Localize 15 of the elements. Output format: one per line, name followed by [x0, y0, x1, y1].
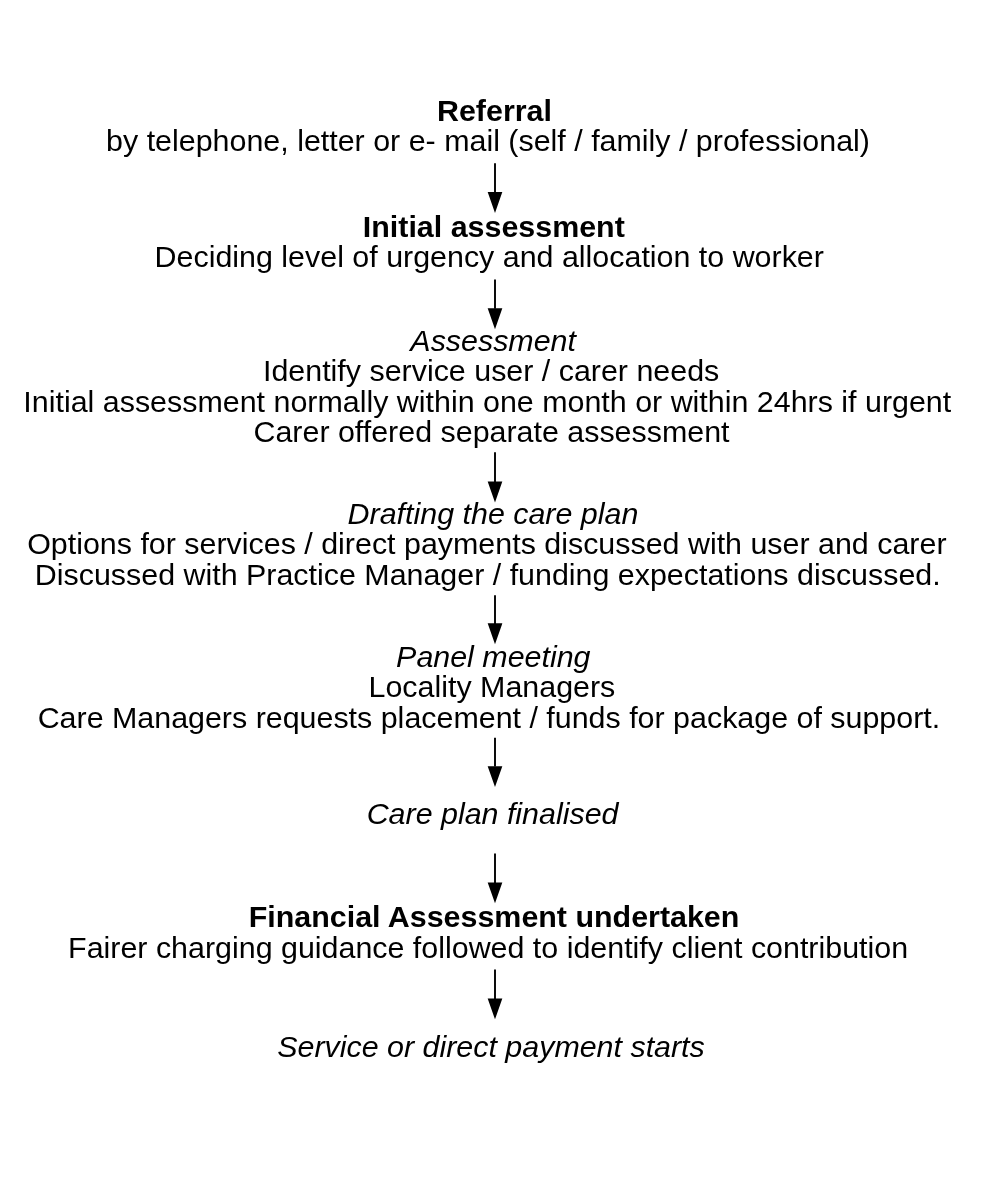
node-text: Panel meeting Locality Managers Care Managers requests placement / funds for package of support.	[37, 638, 941, 734]
node-text: Assessment Identify service user / carer needs Initial assessment normally within one month or within 24hrs if urgent Carer offered separate assessment	[23, 322, 952, 449]
node-text: Financial Assessment undertaken Fairer charging guidance followed to identify client contribution	[68, 899, 909, 964]
node-text: Care plan finalised	[366, 796, 619, 831]
arrow	[487, 594, 503, 645]
arrow	[487, 968, 503, 1020]
node-text: Drafting the care plan Options for services / direct payments discussed with user and carer Discussed with Practice Manager / funding expectations discussed.	[27, 496, 947, 591]
node-text: Service or direct payment starts	[277, 1028, 705, 1063]
arrow	[487, 451, 503, 503]
node-text: Referral by telephone, letter or e- mail (self / family / professional)	[106, 92, 870, 158]
arrow	[487, 162, 503, 214]
arrow	[487, 278, 503, 330]
arrow	[487, 736, 503, 788]
node-text: Initial assessment Deciding level of urgency and allocation to worker	[154, 208, 824, 274]
arrow	[487, 852, 503, 904]
